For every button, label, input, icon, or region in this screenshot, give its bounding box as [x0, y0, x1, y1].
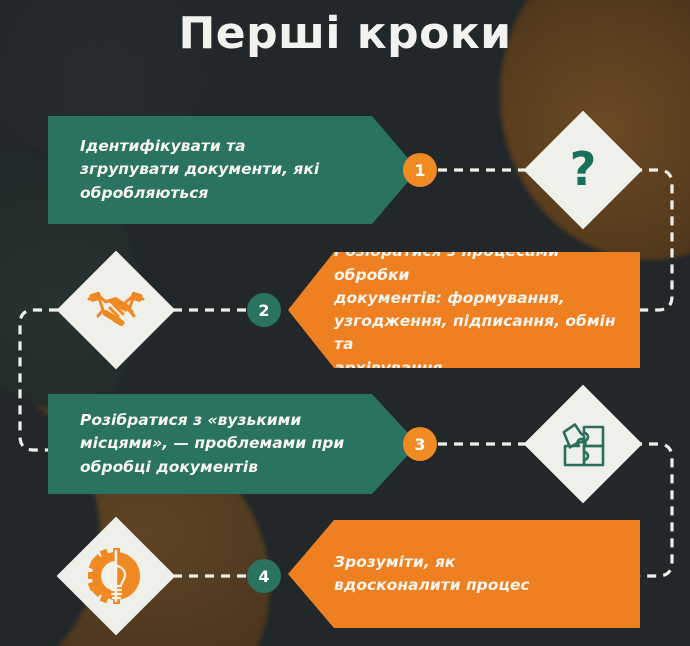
question-mark-icon: ?	[569, 142, 597, 196]
step-2-number-badge[interactable]: 2	[247, 293, 281, 327]
step-3-number: 3	[414, 434, 426, 454]
handshake-icon	[74, 268, 158, 352]
connector-diamond3-to-row4	[620, 442, 674, 578]
step-2-number: 2	[258, 300, 270, 320]
puzzle-pieces-icon	[541, 402, 625, 486]
step-3-banner[interactable]: Розібратися з «вузькими місцями», — проб…	[48, 394, 418, 494]
step-4-icon-diamond[interactable]	[56, 516, 176, 636]
step-1-banner[interactable]: Ідентифікувати та згрупувати документи, …	[48, 116, 418, 224]
step-2-banner[interactable]: Розібратися з процесами обробки документ…	[288, 252, 640, 368]
step-4-number: 4	[258, 566, 270, 586]
step-1-number-badge[interactable]: 1	[403, 153, 437, 187]
step-2-text: Розібратися з процесами обробки документ…	[334, 242, 616, 377]
step-1-text: Ідентифікувати та згрупувати документи, …	[80, 137, 320, 202]
step-4-text: Зрозуміти, як вдосконалити процес	[334, 552, 530, 594]
step-2-icon-diamond[interactable]	[56, 250, 176, 370]
step-1-icon-diamond[interactable]: ?	[523, 110, 643, 230]
step-4-number-badge[interactable]: 4	[247, 559, 281, 593]
gear-lightbulb-icon	[74, 534, 158, 618]
step-3-icon-diamond[interactable]	[523, 384, 643, 504]
step-1-number: 1	[414, 160, 426, 180]
step-3-number-badge[interactable]: 3	[403, 427, 437, 461]
step-4-banner[interactable]: Зрозуміти, як вдосконалити процес	[288, 520, 640, 628]
step-3-text: Розібратися з «вузькими місцями», — проб…	[80, 411, 345, 476]
page-title: Перші кроки	[178, 8, 512, 59]
